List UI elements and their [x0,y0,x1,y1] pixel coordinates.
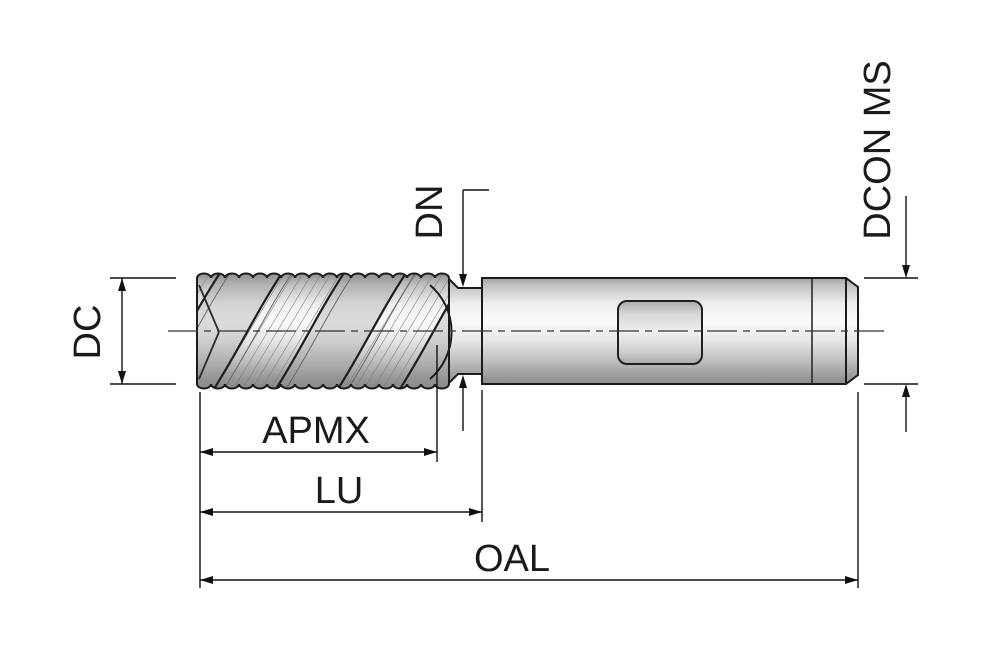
end-teeth-lines [198,284,220,380]
dn-dimension: DN [409,185,489,431]
oal-label: OAL [474,538,550,580]
dc-dimension: DC [67,277,176,385]
arrowhead-left [200,448,213,456]
apmx-dimension: APMX [200,345,438,462]
spiral-flute-edge [197,273,223,389]
spiral-land-line [345,273,419,389]
tool-drawing [168,272,886,390]
spiral-flute-edge [273,273,347,389]
spiral-flute-edge [211,273,285,389]
dcon-ms-dimension: DCON MS [857,60,918,432]
arrowhead-right [424,448,437,456]
spiral-flute-edge [335,273,409,389]
lu-label: LU [315,470,364,512]
flute-shade-band [398,273,449,389]
end-tooth-line [198,331,220,380]
arrowhead-left [200,576,213,584]
spiral-land-lines [197,273,419,389]
arrowhead-left [200,508,213,516]
arrowhead-down [118,371,126,384]
spiral-flute-edges [197,273,449,389]
spiral-land-line [221,273,295,389]
arrowhead-up [118,278,126,291]
lu-dimension: LU [200,390,483,522]
serrated-outline [196,272,450,390]
spiral-land-line [283,273,357,389]
end-tooth-line [198,284,220,333]
oal-dimension: OAL [200,392,859,588]
arrowhead-up [459,375,467,388]
arrowhead-up [902,384,910,397]
dcon-ms-label: DCON MS [857,60,899,239]
arrowhead-down [459,274,467,287]
flute-runout-arc [429,284,453,380]
apmx-label: APMX [262,410,370,452]
dc-label: DC [67,305,109,360]
arrowhead-right [845,576,858,584]
spiral-flute-edge [397,273,449,389]
weldon-flat [617,300,703,365]
arrowhead-down [902,265,910,278]
spiral-land-line [197,273,233,389]
dn-label: DN [409,185,451,240]
arrowhead-right [469,508,482,516]
